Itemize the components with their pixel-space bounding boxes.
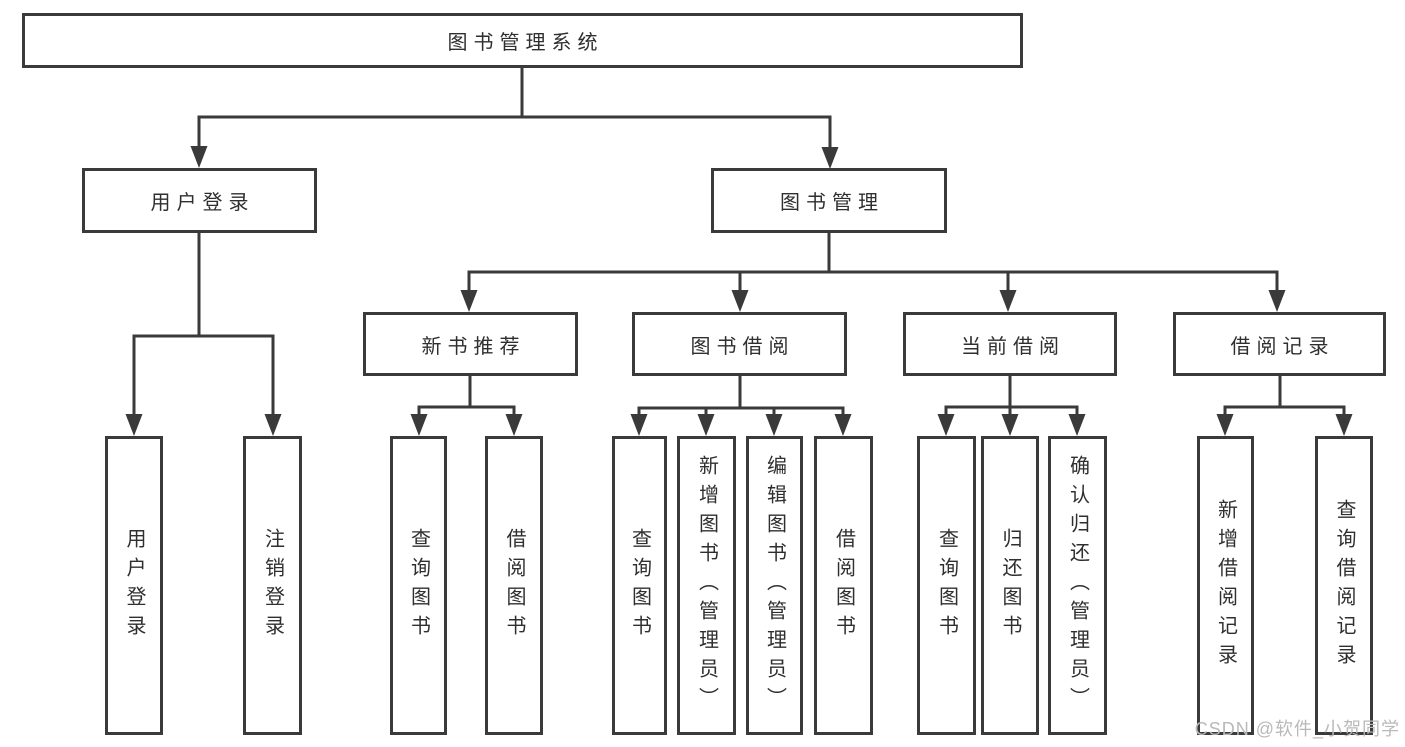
node-borrow-records: 借阅记录 xyxy=(1173,312,1386,376)
node-leaf-confirm-return-admin-label: 确认归还（管理员） xyxy=(1066,455,1089,716)
node-leaf-edit-book-admin: 编辑图书（管理员） xyxy=(746,436,803,735)
node-leaf-borrow-book-recommend: 借阅图书 xyxy=(485,436,543,735)
node-leaf-borrow-book-label: 借阅图书 xyxy=(832,527,855,644)
connector-borrow-record-children xyxy=(1216,376,1353,436)
node-book-management: 图书管理 xyxy=(711,168,947,233)
node-leaf-query-book-current: 查询图书 xyxy=(917,436,976,735)
node-leaf-add-borrow-record: 新增借阅记录 xyxy=(1197,436,1254,735)
node-leaf-query-book-current-label: 查询图书 xyxy=(935,527,958,644)
node-leaf-query-borrow-record-label: 查询借阅记录 xyxy=(1333,498,1355,673)
node-leaf-query-book-recommend-label: 查询图书 xyxy=(407,527,430,644)
node-leaf-query-borrow-record: 查询借阅记录 xyxy=(1315,436,1373,735)
node-library-system-label: 图书管理系统 xyxy=(447,32,604,54)
node-leaf-add-book-admin: 新增图书（管理员） xyxy=(677,436,736,735)
node-leaf-return-book-label: 归还图书 xyxy=(999,527,1021,644)
node-leaf-add-borrow-record-label: 新增借阅记录 xyxy=(1214,498,1237,673)
node-leaf-confirm-return-admin: 确认归还（管理员） xyxy=(1048,436,1107,735)
node-library-system: 图书管理系统 xyxy=(22,13,1023,68)
node-leaf-query-book-borrow-label: 查询图书 xyxy=(628,527,651,644)
node-leaf-query-book-borrow: 查询图书 xyxy=(612,436,667,735)
connector-book-management-children xyxy=(460,233,1286,312)
connector-user-login-children xyxy=(125,232,282,436)
node-borrow-records-label: 借阅记录 xyxy=(1230,335,1335,358)
node-book-borrow: 图书借阅 xyxy=(632,312,847,376)
node-current-borrow: 当前借阅 xyxy=(903,312,1117,376)
node-current-borrow-label: 当前借阅 xyxy=(961,335,1065,358)
node-leaf-logout-label: 注销登录 xyxy=(261,527,284,644)
node-book-management-label: 图书管理 xyxy=(780,192,884,214)
node-leaf-logout: 注销登录 xyxy=(243,436,302,735)
connector-new-book-children xyxy=(410,376,523,436)
node-leaf-user-login: 用户登录 xyxy=(105,436,163,735)
node-leaf-edit-book-admin-label: 编辑图书（管理员） xyxy=(763,455,786,716)
node-book-borrow-label: 图书借阅 xyxy=(690,335,795,358)
connector-current-borrow-children xyxy=(937,376,1086,436)
connector-book-borrow-children xyxy=(630,376,852,436)
node-leaf-add-book-admin-label: 新增图书（管理员） xyxy=(695,455,718,716)
node-user-login-label: 用户登录 xyxy=(150,192,255,214)
connector-root-to-level2 xyxy=(190,68,839,169)
node-leaf-return-book: 归还图书 xyxy=(981,436,1039,735)
node-user-login: 用户登录 xyxy=(82,168,317,233)
node-new-book-recommend-label: 新书推荐 xyxy=(421,335,526,358)
node-leaf-borrow-book-recommend-label: 借阅图书 xyxy=(503,527,525,644)
node-leaf-user-login-label: 用户登录 xyxy=(123,527,145,644)
node-new-book-recommend: 新书推荐 xyxy=(363,312,578,376)
node-leaf-query-book-recommend: 查询图书 xyxy=(390,436,447,735)
node-leaf-borrow-book: 借阅图书 xyxy=(814,436,873,735)
watermark-text: CSDN @软件_小贺同学 xyxy=(1194,719,1400,739)
